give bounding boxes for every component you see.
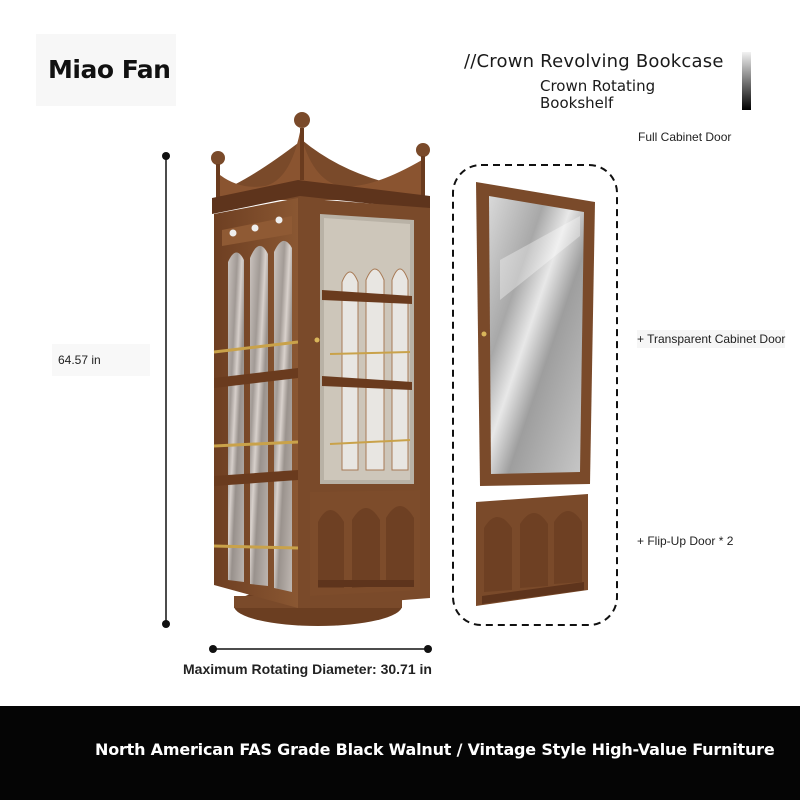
flip-up-door	[476, 494, 588, 606]
product-title: //Crown Revolving Bookcase	[464, 51, 724, 72]
transparent-cabinet-door	[476, 182, 595, 486]
footer-banner	[0, 706, 800, 800]
full-door-label: Full Cabinet Door	[638, 130, 732, 144]
brand-name: Miao Fan	[48, 55, 171, 84]
footer-text: North American FAS Grade Black Walnut / …	[95, 740, 775, 759]
height-label: 64.57 in	[52, 344, 150, 376]
diameter-label: Maximum Rotating Diameter: 30.71 in	[183, 661, 432, 677]
bookcase-illustration	[162, 112, 618, 653]
flip-up-door-label: + Flip-Up Door * 2	[637, 534, 734, 548]
height-dimension-line	[162, 152, 170, 628]
door-options-outline	[452, 164, 618, 626]
transparent-door-label: + Transparent Cabinet Door	[637, 330, 786, 348]
crown-revolving-bookcase	[211, 112, 430, 626]
product-subtitle: Crown Rotating Bookshelf	[540, 77, 656, 112]
gradient-accent-bar	[742, 52, 751, 110]
diameter-dimension-line	[209, 645, 432, 653]
brand-backdrop	[36, 34, 176, 106]
